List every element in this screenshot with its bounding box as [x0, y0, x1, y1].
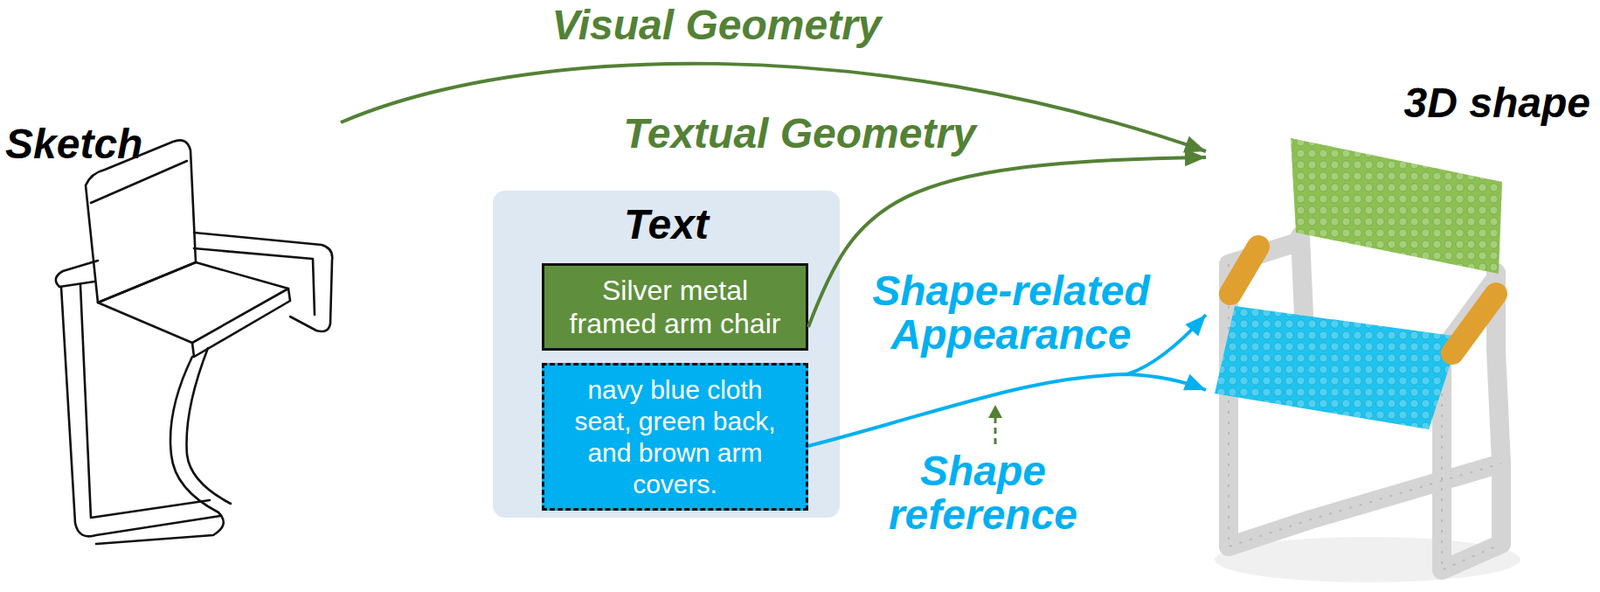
label-holder: Textual Geometry [611, 111, 988, 156]
connector-line [340, 63, 1206, 152]
chair-back [1290, 138, 1503, 274]
connector-arrow [340, 63, 1206, 153]
panel-heading: Sketch [0, 113, 341, 167]
annotation-label: Shape reference [869, 449, 1097, 538]
text-group-panel: TextSilver metal framed arm chair navy bl… [492, 190, 840, 518]
sketch-left-arm [55, 260, 98, 287]
arrow-head [1183, 136, 1206, 153]
sketch-right-arm-inner [193, 248, 315, 315]
shape-panel: 3D shape [1205, 74, 1598, 586]
sketch-seat-edge [192, 288, 291, 357]
geometry-text-box: Silver metal framed arm chair [541, 263, 809, 351]
label-holder: Visual Geometry [524, 3, 909, 48]
sketch-panel: Sketch [0, 113, 341, 551]
arrow-head [1184, 148, 1206, 167]
sketch-cantilever [96, 356, 224, 544]
connector-arrow [808, 314, 1206, 446]
arm-cover [1452, 293, 1497, 354]
edge-label: Textual Geometry [611, 111, 988, 156]
reference-pointer [994, 415, 998, 444]
panel-heading: 3D shape [1205, 74, 1598, 125]
appearance-text-box: navy blue cloth seat, green back, and br… [541, 362, 809, 511]
box-text: navy blue cloth seat, green back, and br… [556, 374, 794, 500]
arrow-head [1183, 374, 1206, 391]
reference-pointer-head [988, 404, 1003, 418]
connector-line [808, 157, 1206, 327]
sketch-back-line [90, 160, 188, 203]
chair-point-cloud [1214, 138, 1521, 582]
edge-label: Visual Geometry [524, 3, 909, 48]
chair-back-texture [1290, 138, 1503, 274]
panel-heading: Text [492, 190, 840, 247]
chair-sketch [55, 139, 333, 544]
arrow-head [1184, 314, 1206, 336]
sketch-left-leg-inner [80, 284, 210, 518]
edge-label: Shape-related Appearance [858, 269, 1164, 358]
connector-line [808, 374, 1206, 446]
box-text: Silver metal framed arm chair [556, 273, 794, 341]
connector-arrow [808, 148, 1206, 327]
arm-cover [1230, 246, 1259, 294]
label-holder: Shape-related Appearance [858, 269, 1164, 358]
frame-bar [1441, 277, 1502, 570]
sketch-right-arm [193, 232, 333, 332]
sketch-cantilever-inner [187, 347, 232, 504]
frame-dot-line [1441, 351, 1502, 570]
chair-seat [1214, 305, 1460, 430]
label-holder: Shape reference [869, 449, 1097, 538]
connector-branch [1127, 314, 1206, 375]
chair-seat-texture [1214, 305, 1460, 430]
sketch-seat [97, 262, 289, 343]
